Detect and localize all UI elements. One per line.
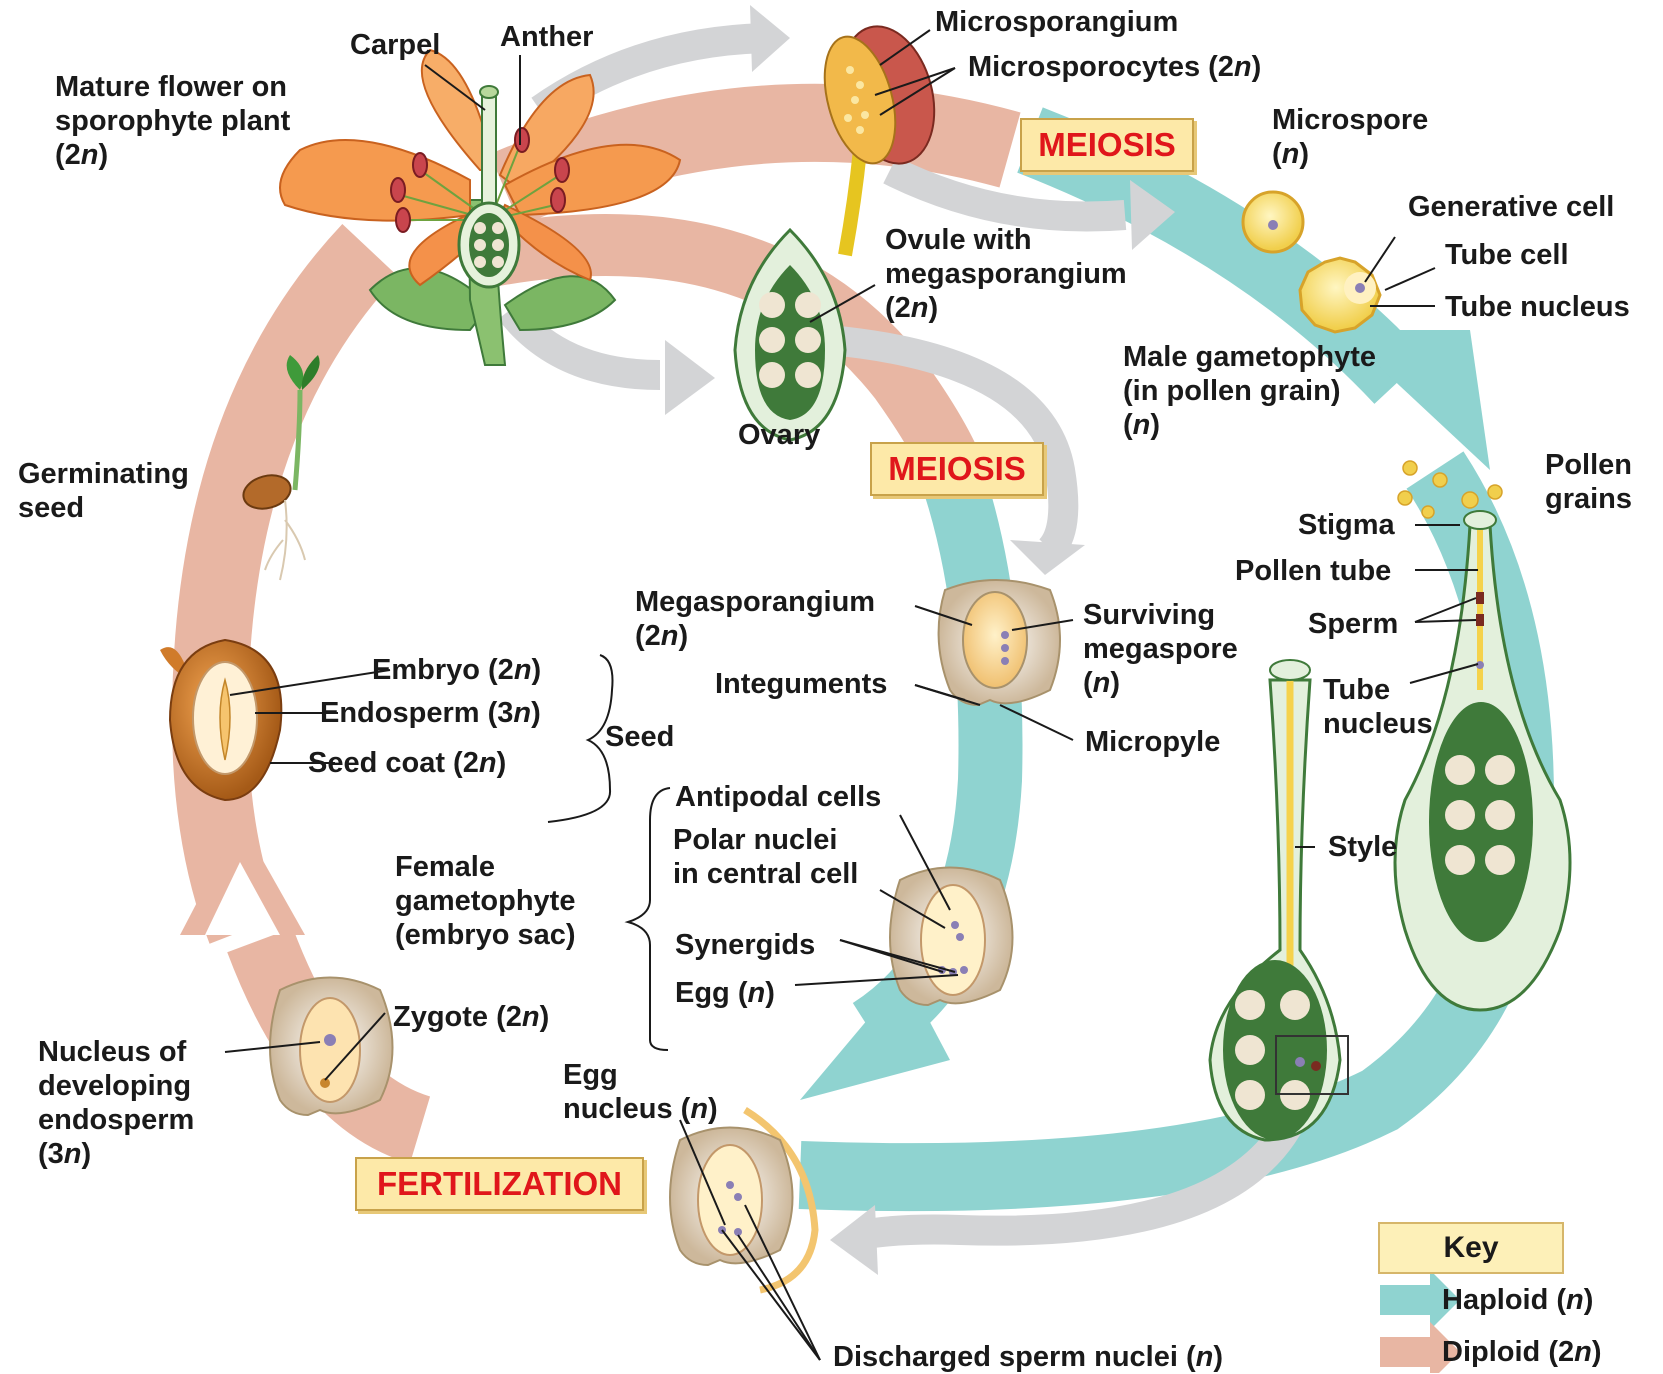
label-microsporocytes: Microsporocytes (2n) [968, 50, 1261, 84]
fertilization-ovule [670, 1110, 815, 1290]
label-tube-nucleus-lower: Tube nucleus [1323, 673, 1433, 741]
label-sperm: Sperm [1308, 607, 1398, 641]
key-diploid-label: Diploid (2n) [1442, 1335, 1602, 1369]
meiosis-stage-box-top: MEIOSIS [1020, 118, 1194, 172]
label-mature-flower: Mature flower on sporophyte plant (2n) [55, 70, 290, 172]
label-pollen-grains: Pollen grains [1545, 448, 1632, 516]
label-ovary: Ovary [738, 418, 820, 452]
label-germinating-seed: Germinating seed [18, 457, 189, 525]
label-tube-nucleus-top: Tube nucleus [1445, 290, 1630, 324]
label-integuments: Integuments [715, 667, 887, 701]
label-seed: Seed [605, 720, 674, 754]
label-nucleus-developing-endosperm: Nucleus of developing endosperm (3n) [38, 1035, 194, 1171]
label-surviving-megaspore: Surviving megaspore (n) [1083, 598, 1238, 700]
label-polar-nuclei: Polar nuclei in central cell [673, 823, 858, 891]
megasporangium-ovule [939, 580, 1060, 705]
label-female-gametophyte: Female gametophyte (embryo sac) [395, 850, 576, 952]
label-embryo: Embryo (2n) [372, 653, 541, 687]
label-male-gametophyte: Male gametophyte (in pollen grain) (n) [1123, 340, 1376, 442]
label-discharged-sperm-nuclei: Discharged sperm nuclei (n) [833, 1340, 1223, 1374]
label-micropyle: Micropyle [1085, 725, 1220, 759]
label-carpel: Carpel [350, 28, 440, 62]
label-zygote: Zygote (2n) [393, 1000, 549, 1034]
label-anther: Anther [500, 20, 593, 54]
label-style: Style [1328, 830, 1397, 864]
label-microsporangium: Microsporangium [935, 5, 1178, 39]
label-generative-cell: Generative cell [1408, 190, 1614, 224]
label-seed-coat: Seed coat (2n) [308, 746, 506, 780]
label-antipodal-cells: Antipodal cells [675, 780, 881, 814]
embryo-sac-ovule [890, 868, 1013, 1006]
label-microspore: Microspore (n) [1272, 103, 1428, 171]
label-stigma: Stigma [1298, 508, 1395, 542]
label-ovule: Ovule with megasporangium (2n) [885, 223, 1127, 325]
meiosis-stage-box-lower: MEIOSIS [870, 442, 1044, 496]
label-tube-cell: Tube cell [1445, 238, 1569, 272]
label-egg-nucleus: Egg nucleus (n) [563, 1058, 718, 1126]
label-pollen-tube: Pollen tube [1235, 554, 1391, 588]
label-endosperm: Endosperm (3n) [320, 696, 541, 730]
label-megasporangium: Megasporangium (2n) [635, 585, 875, 653]
key-title: Key [1378, 1222, 1564, 1274]
microspore-illustration [1243, 192, 1303, 252]
key-haploid-label: Haploid (n) [1442, 1283, 1593, 1317]
label-egg: Egg (n) [675, 976, 775, 1010]
fertilization-stage-box: FERTILIZATION [355, 1157, 644, 1211]
label-synergids: Synergids [675, 928, 815, 962]
